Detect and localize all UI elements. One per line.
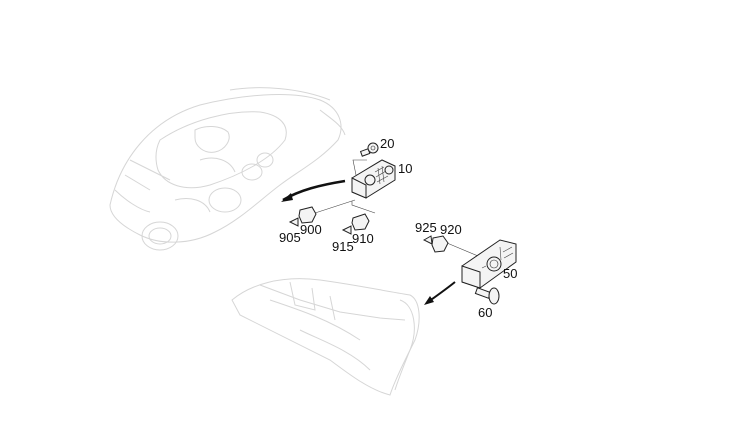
- label-60: 60: [478, 305, 492, 320]
- center-console-outline: [231, 278, 420, 396]
- bulb-905: [288, 217, 299, 227]
- screw-20: [359, 142, 379, 157]
- arrow-head-lower: [424, 296, 434, 305]
- socket-920: [431, 235, 449, 253]
- label-10: 10: [398, 161, 412, 176]
- label-925: 925: [415, 220, 437, 235]
- bulb-915: [341, 225, 352, 235]
- screw-60: [474, 287, 500, 305]
- label-915: 915: [332, 239, 354, 254]
- socket-900: [298, 206, 317, 224]
- label-920: 920: [440, 222, 462, 237]
- label-905: 905: [279, 230, 301, 245]
- dashboard-outline: [109, 87, 346, 251]
- label-20: 20: [380, 136, 394, 151]
- label-50: 50: [503, 266, 517, 281]
- socket-910: [351, 213, 370, 231]
- control-unit-50: [461, 239, 517, 289]
- label-900: 900: [300, 222, 322, 237]
- removal-arrow-upper: [282, 179, 346, 202]
- arrow-head-upper: [281, 193, 293, 202]
- leader-lines: [311, 159, 479, 257]
- control-unit-10: [351, 159, 396, 199]
- label-910: 910: [352, 231, 374, 246]
- removal-arrow-lower: [427, 281, 456, 303]
- bulb-925: [422, 235, 433, 245]
